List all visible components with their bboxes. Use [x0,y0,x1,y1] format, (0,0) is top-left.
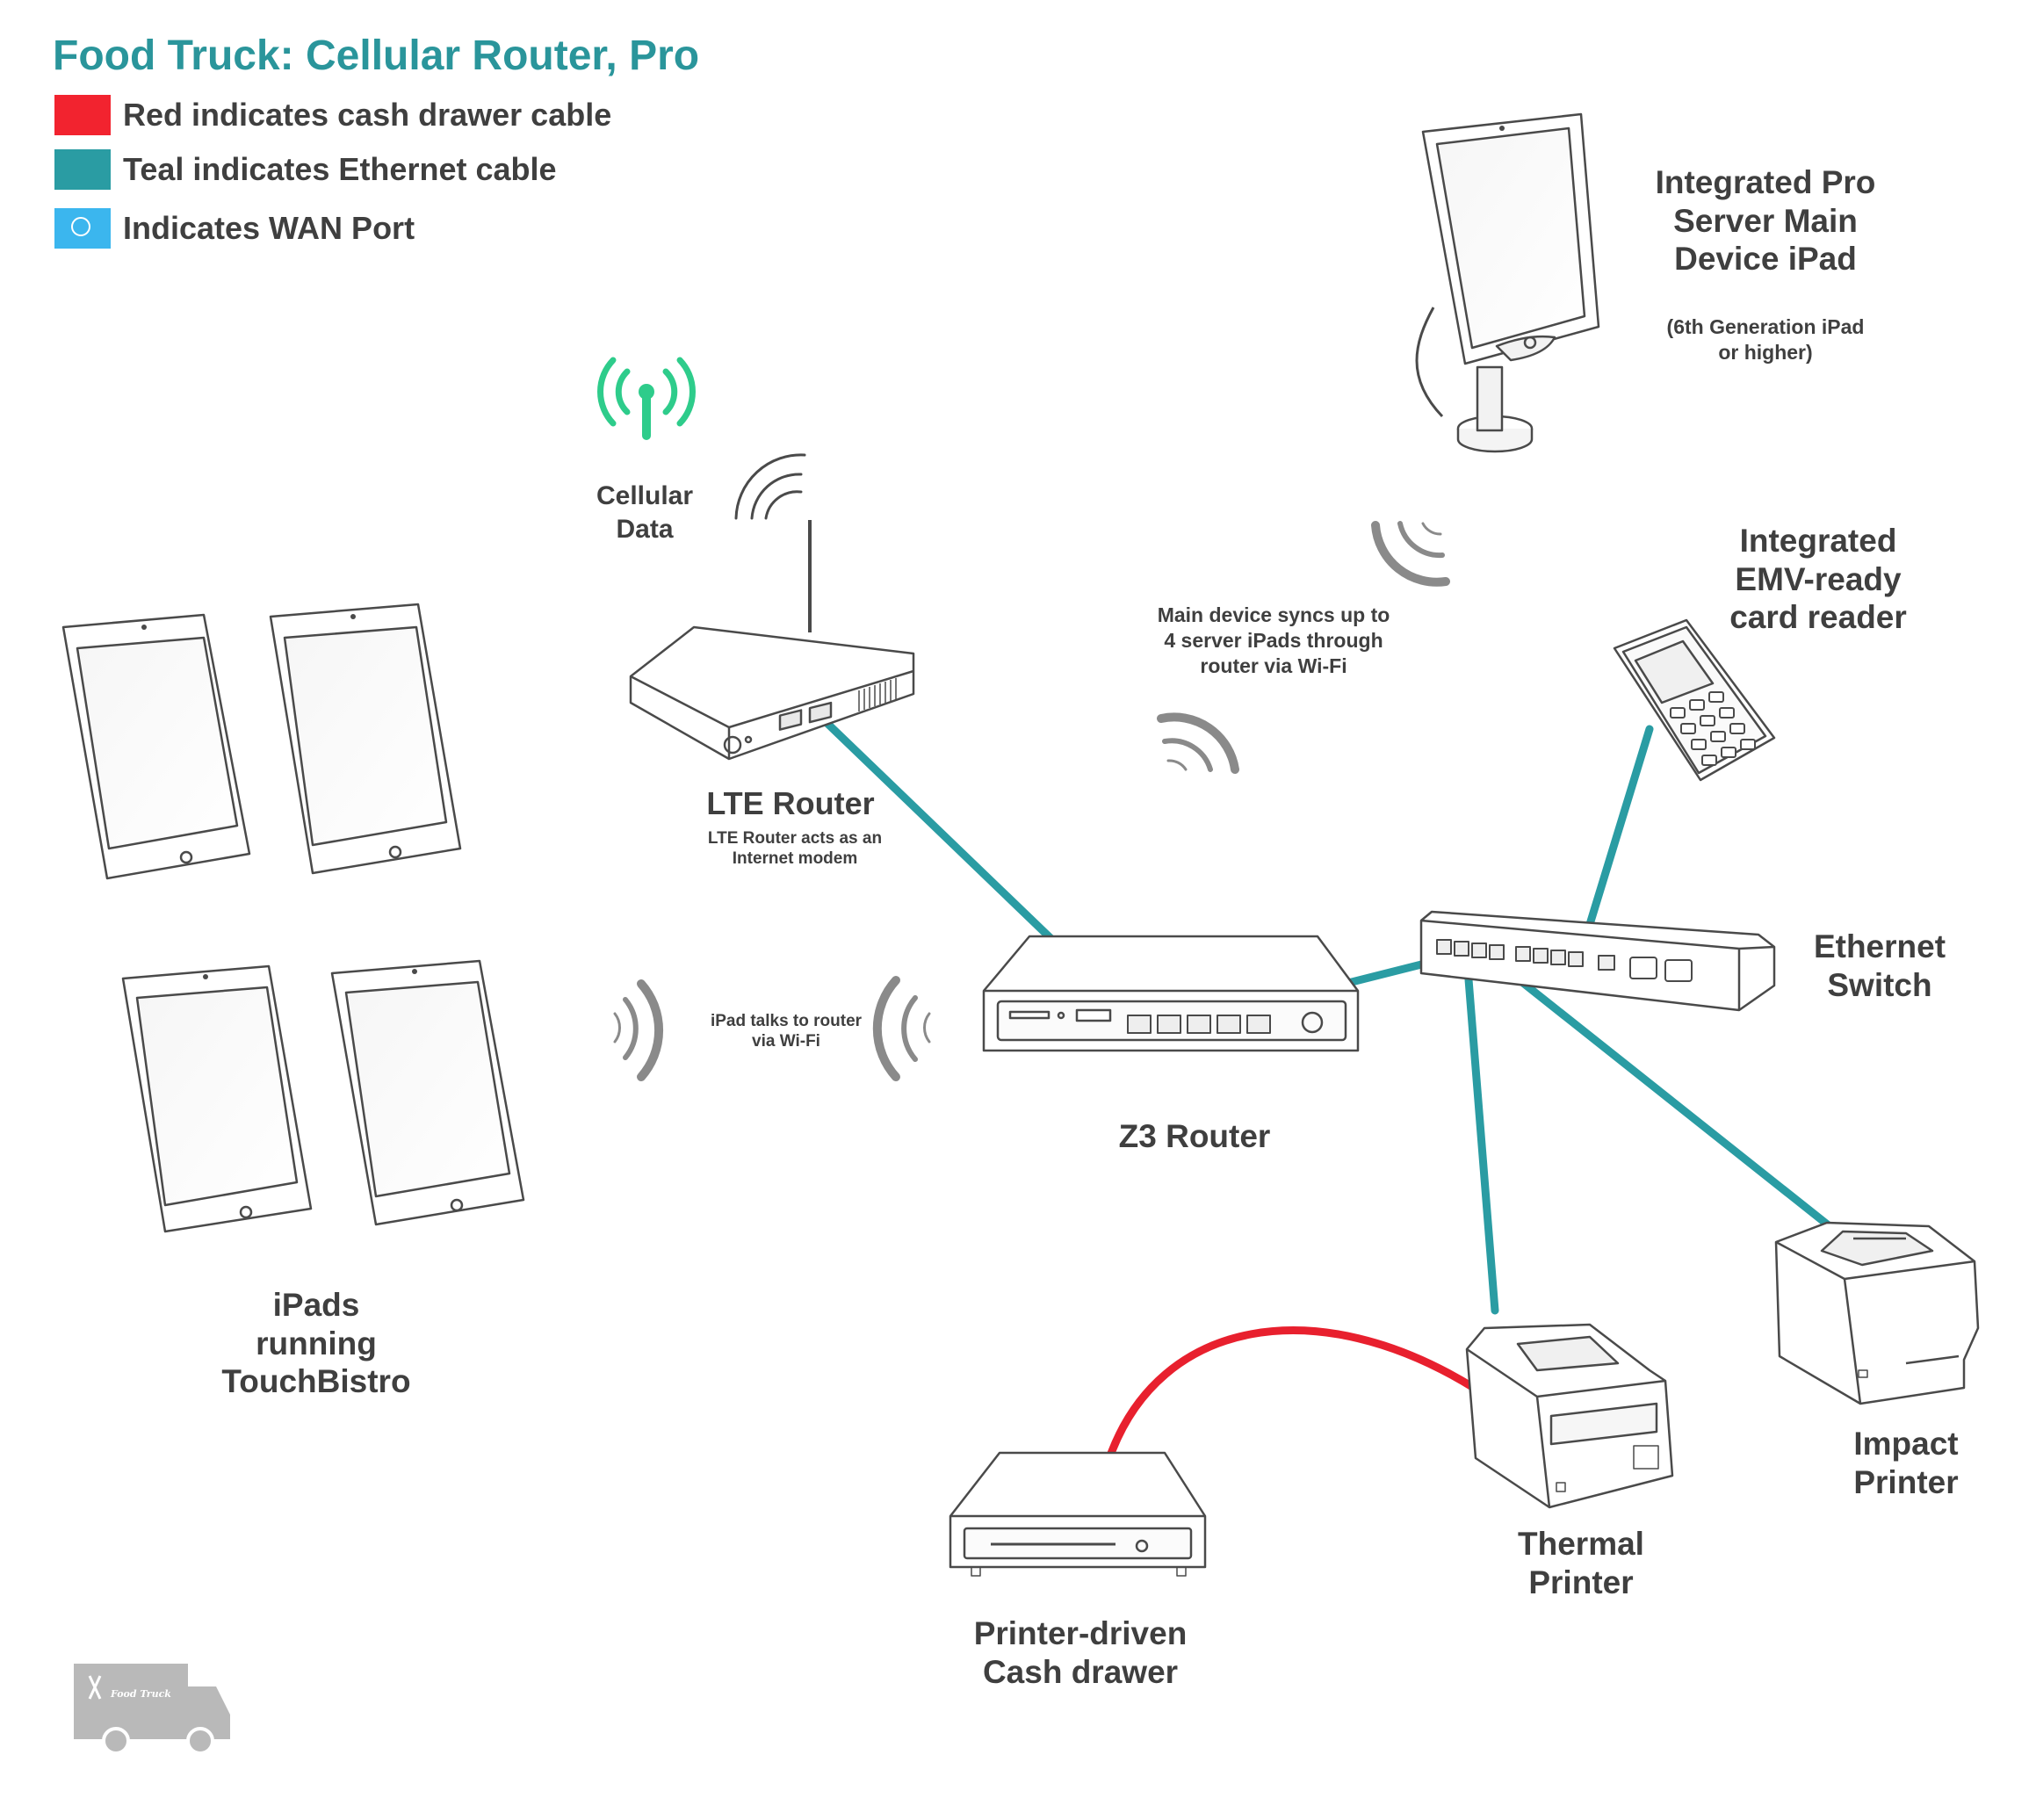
cellular-signal-icon [597,357,696,440]
ipad-wifi-note: iPad talks to router via Wi-Fi [710,1012,863,1051]
legend-teal-swatch [54,149,111,190]
ipad-icon [61,613,251,880]
lte-router-note: LTE Router acts as an Internet modem [707,829,883,868]
cable-switch-to-thermal [1462,953,1499,1315]
legend-red-swatch [54,95,111,135]
legend-wan-swatch [54,208,111,249]
main-ipad-device [1415,112,1600,453]
lte-router-label: LTE Router [706,785,875,821]
impact-printer-device [1774,1221,1980,1405]
lte-wifi-icon [734,453,806,520]
legend-label: Red indicates cash drawer cable [123,97,612,133]
food-truck-logo-text: Food Truck [110,1688,171,1700]
main-ipad-note: (6th Generation iPad or higher) [1666,315,1865,364]
ipad-icon [330,959,525,1226]
sync-note: Main device syncs up to 4 server iPads t… [1157,603,1390,677]
impact-printer-label: Impact Printer [1853,1426,1959,1500]
food-truck-logo: Food Truck [74,1664,230,1755]
ethernet-switch-label: Ethernet Switch [1813,928,1946,1003]
legend-label: Teal indicates Ethernet cable [123,151,557,187]
card-reader-label: Integrated EMV-ready card reader [1729,523,1907,636]
ethernet-switch-device [1419,910,1776,1012]
lte-router-device [629,520,915,761]
legend-wan: Indicates WAN Port [54,208,415,249]
router-wifi-icon [872,976,931,1081]
legend-ethernet: Teal indicates Ethernet cable [54,149,557,190]
ipads-label: iPads running TouchBistro [221,1287,411,1400]
legend-cash-drawer: Red indicates cash drawer cable [54,95,611,135]
legend-label: Indicates WAN Port [123,210,415,246]
cellular-data-label: Cellular Data [596,481,694,544]
card-reader-device [1613,618,1776,782]
ipad-icon [269,603,462,875]
cash-drawer-label: Printer-driven Cash drawer [973,1615,1188,1690]
main-ipad-label: Integrated Pro Server Main Device iPad [1655,164,1876,278]
wan-port-icon [71,217,90,236]
sync-wifi-icon [1371,521,1450,587]
z3-router-device [982,935,1360,1052]
sync-wifi-icon [1157,712,1239,774]
cash-drawer-device [949,1451,1207,1577]
diagram-title: Food Truck: Cellular Router, Pro [53,32,700,79]
ipad-icon [121,964,313,1233]
cable-switch-to-impact [1489,955,1838,1234]
thermal-printer-device [1465,1323,1674,1509]
z3-router-label: Z3 Router [1118,1118,1271,1154]
ipad-wifi-icon [613,979,664,1081]
cable-drawer-to-thermal [1105,1326,1478,1462]
thermal-printer-label: Thermal Printer [1518,1526,1644,1600]
